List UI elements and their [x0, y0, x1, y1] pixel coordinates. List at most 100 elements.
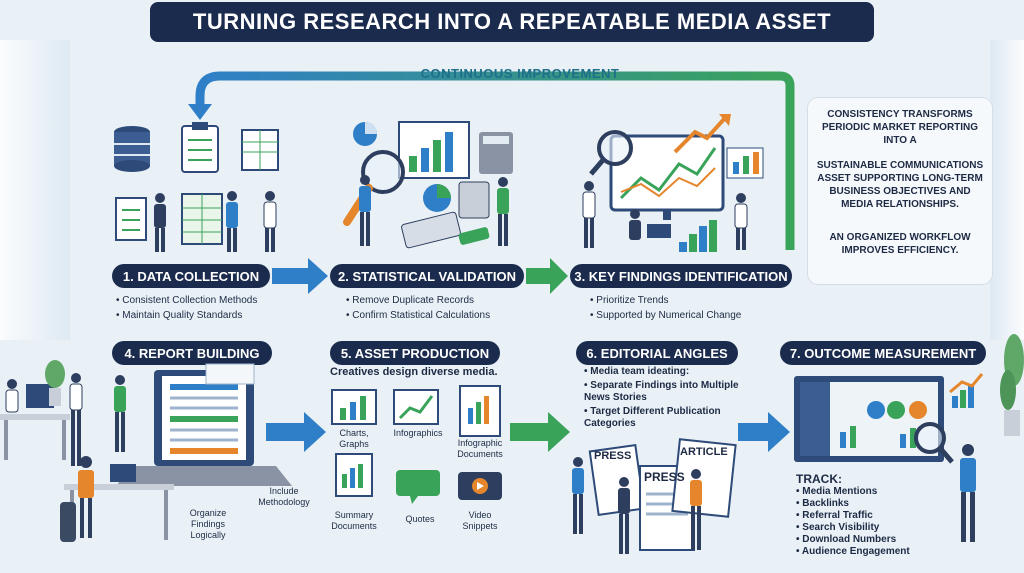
pie-chart-icon: [353, 122, 377, 146]
editorial-intro: Media team ideating:: [584, 366, 764, 378]
arrow-step5-to-step6: [510, 412, 570, 452]
arrow-step1-to-step2: [272, 258, 328, 294]
asset-label-infographics: Infographics: [393, 428, 443, 438]
eraser-icon: [458, 227, 490, 245]
plant-icon: [45, 360, 65, 406]
window-right: [990, 40, 1024, 340]
magnifier-icon: [589, 130, 633, 176]
person-icon: [582, 181, 748, 250]
arrow-step4-to-step5: [266, 412, 326, 452]
bar-chart-icon: [726, 147, 764, 179]
paper-label-press: PRESS: [594, 450, 632, 462]
arrow-step6-to-step7: [738, 412, 790, 452]
spreadsheet-icon: [241, 129, 279, 171]
growth-arrow-icon: [673, 114, 731, 154]
side-note-text: SUSTAINABLE COMMUNICATIONS ASSET SUPPORT…: [816, 160, 984, 210]
statistical-validation-illustration: [343, 121, 513, 249]
bar-chart-icon: [398, 121, 470, 179]
track-item: Search Visibility: [796, 522, 946, 534]
clipboard-icon: [181, 122, 219, 173]
bar-chart-icon: [331, 389, 377, 425]
video-icon: [458, 472, 502, 500]
side-note-text: CONSISTENCY TRANSFORMS PERIODIC MARKET R…: [821, 109, 979, 146]
person-icon: [572, 457, 702, 554]
dashboard-icon: [794, 376, 944, 462]
track-title: TRACK:: [796, 472, 842, 486]
track-item: Media Mentions: [796, 486, 946, 498]
step-label-outcome-measurement: 7. OUTCOME MEASUREMENT: [780, 341, 986, 365]
track-item: Download Numbers: [796, 534, 946, 546]
paper-label-press: PRESS: [644, 470, 685, 484]
window-left: [0, 40, 70, 340]
page-title: TURNING RESEARCH INTO A REPEATABLE MEDIA…: [150, 2, 874, 42]
bullet-item: Prioritize Trends: [590, 293, 790, 308]
bar-chart-icon: [679, 220, 717, 252]
track-item: Referral Traffic: [796, 510, 946, 522]
bar-chart-icon: [949, 373, 984, 408]
magnifier-icon: [343, 150, 405, 226]
database-icon: [114, 126, 150, 172]
editorial-angles-text: Media team ideating: Separate Findings i…: [584, 366, 764, 430]
step-label-asset-production: 5. ASSET PRODUCTION: [330, 341, 500, 365]
data-collection-bullets: Consistent Collection Methods Maintain Q…: [116, 293, 316, 323]
keyboard-icon: [401, 211, 461, 249]
calculator-icon: [458, 181, 490, 219]
asset-label-summary-documents: Summary Documents: [331, 510, 377, 531]
bullet-item: Separate Findings into Multiple News Sto…: [584, 380, 764, 404]
person-icon: [154, 191, 277, 252]
annotation-include-methodology: Include Methodology: [258, 486, 310, 507]
chair-icon: [60, 502, 76, 542]
arrow-step2-to-step3: [526, 258, 568, 294]
data-collection-illustration: [114, 122, 279, 252]
report-building-illustration: [0, 363, 292, 542]
step-label-report-building: 4. REPORT BUILDING: [112, 341, 272, 365]
checklist-icon: [115, 197, 147, 241]
step-label-statistical-validation: 2. STATISTICAL VALIDATION: [330, 264, 524, 288]
side-note-text: AN ORGANIZED WORKFLOW IMPROVES EFFICIENC…: [829, 232, 971, 256]
person-icon: [5, 373, 126, 538]
asset-production-icons: [331, 385, 502, 504]
outcome-dashboard-illustration: [794, 373, 984, 464]
bullet-item: Consistent Collection Methods: [116, 293, 316, 308]
asset-label-charts: Charts, Graphs: [339, 428, 369, 449]
pie-chart-icon: [423, 184, 451, 212]
loop-label: CONTINUOUS IMPROVEMENT: [420, 66, 620, 81]
bullet-item: Remove Duplicate Records: [346, 293, 556, 308]
asset-label-quotes: Quotes: [405, 514, 435, 524]
document-icon: [335, 453, 373, 497]
bullet-item: Supported by Numerical Change: [590, 308, 790, 323]
asset-production-intro: Creatives design diverse media.: [330, 366, 498, 378]
quote-bubble-icon: [396, 470, 440, 504]
step-label-editorial-angles: 6. EDITORIAL ANGLES: [576, 341, 738, 365]
step-label-key-findings: 3. KEY FINDINGS IDENTIFICATION: [570, 264, 792, 288]
magnifier-icon: [914, 422, 954, 464]
infographic-icon: [393, 389, 439, 425]
spreadsheet-icon: [181, 193, 223, 245]
bullet-item: Target Different Publication Categories: [584, 406, 764, 430]
plant-icon: [1000, 334, 1024, 436]
trend-monitor-icon: [609, 134, 725, 220]
laptop-icon: [116, 370, 292, 486]
step-label-data-collection: 1. DATA COLLECTION: [112, 264, 270, 288]
statistical-validation-bullets: Remove Duplicate Records Confirm Statist…: [346, 293, 556, 323]
document-icon: [205, 363, 255, 385]
document-icon: [459, 385, 501, 437]
calculator-icon: [479, 132, 513, 174]
bullet-item: Confirm Statistical Calculations: [346, 308, 556, 323]
asset-label-infographic-documents: Infographic Documents: [457, 438, 503, 459]
track-item: Audience Engagement: [796, 546, 946, 558]
side-note-box: CONSISTENCY TRANSFORMS PERIODIC MARKET R…: [808, 98, 992, 284]
track-block: TRACK: Media Mentions Backlinks Referral…: [796, 472, 946, 558]
paper-label-article: ARTICLE: [680, 446, 728, 458]
track-item: Backlinks: [796, 498, 946, 510]
bullet-item: Maintain Quality Standards: [116, 308, 316, 323]
editorial-angles-illustration: [572, 438, 737, 554]
annotation-organize-findings: Organize Findings Logically: [189, 508, 227, 540]
key-findings-illustration: [582, 114, 764, 252]
person-icon: [359, 175, 509, 246]
track-list: Media Mentions Backlinks Referral Traffi…: [796, 486, 946, 558]
analyst-person-icon: [960, 444, 976, 542]
key-findings-bullets: Prioritize Trends Supported by Numerical…: [590, 293, 790, 323]
asset-label-video-snippets: Video Snippets: [462, 510, 498, 531]
